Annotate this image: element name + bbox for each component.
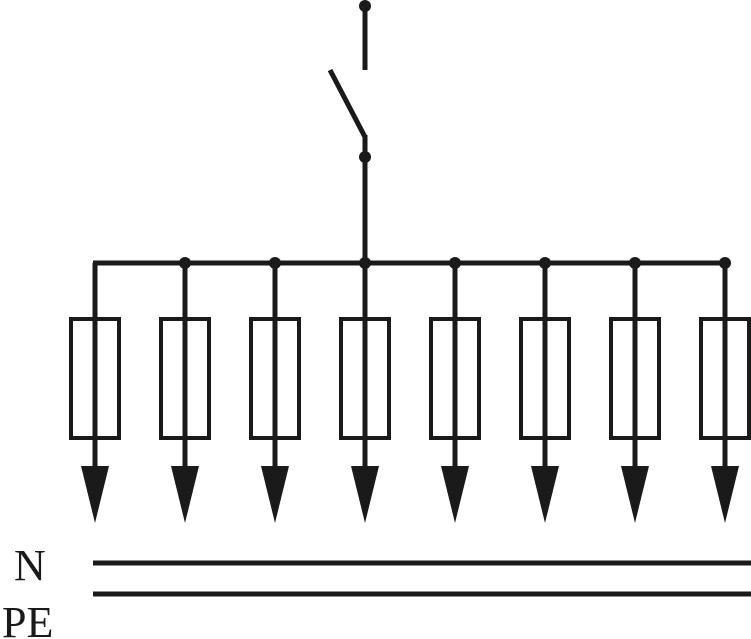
feeder-6	[519, 257, 571, 523]
outgoing-feeders	[69, 257, 751, 523]
conductors: N PE	[2, 541, 751, 639]
outgoing-arrow	[441, 466, 469, 523]
outgoing-arrow	[711, 466, 739, 523]
junction-dot	[179, 257, 191, 269]
junction-dot	[449, 257, 461, 269]
incoming-switch	[327, 0, 371, 263]
junction-dot	[539, 257, 551, 269]
outgoing-arrow	[621, 466, 649, 523]
junction-dot	[359, 257, 371, 269]
feeder-2	[159, 257, 211, 523]
junction-dot	[269, 257, 281, 269]
feeder-4	[339, 257, 391, 523]
outgoing-arrow	[261, 466, 289, 523]
feeder-5	[429, 257, 481, 523]
feeder-3	[249, 257, 301, 523]
neutral-label: N	[14, 541, 46, 590]
outgoing-arrow	[531, 466, 559, 523]
outgoing-arrow	[171, 466, 199, 523]
outgoing-arrow	[351, 466, 379, 523]
switch-blade	[327, 68, 368, 139]
feeder-7	[609, 257, 661, 523]
junction-dot	[629, 257, 641, 269]
feeder-1	[69, 263, 121, 523]
pe-label: PE	[2, 598, 53, 639]
junction-dot	[719, 257, 731, 269]
outgoing-arrow	[81, 466, 109, 523]
feeder-8	[699, 257, 751, 523]
